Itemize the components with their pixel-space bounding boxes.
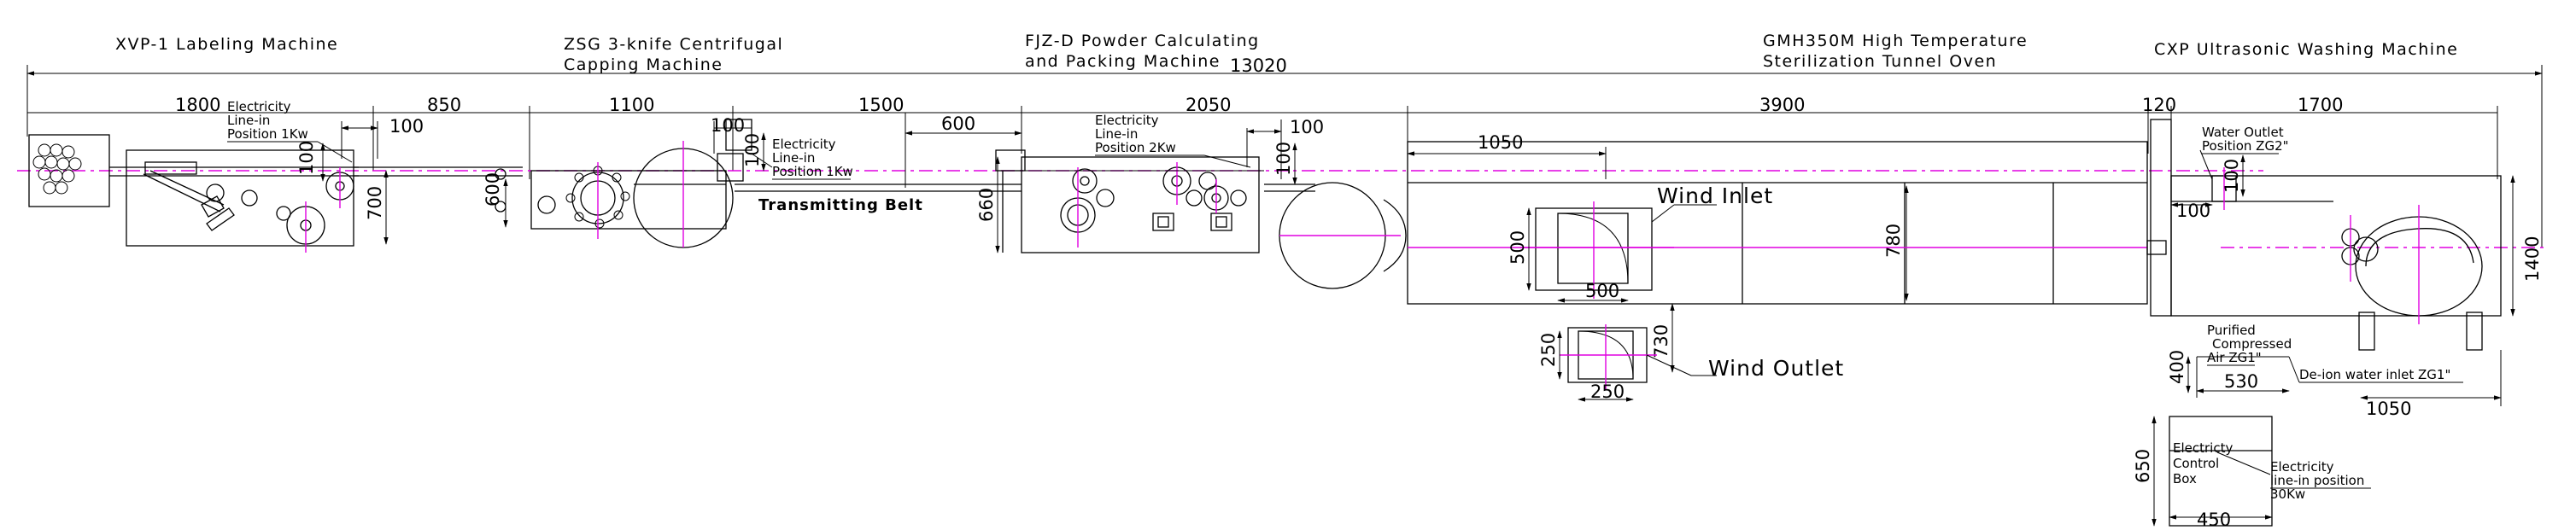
dim-100-powder-v: 100 [1273,142,1294,176]
control-box [2169,416,2273,527]
oven-title-1: GMH350M High Temperature [1763,32,2028,50]
labeling-machine-title: XVP-1 Labeling Machine [115,35,338,54]
conveyor-belt [354,166,1315,192]
powder-machine-title-1: FJZ-D Powder Calculating [1025,32,1260,50]
dim-250-outlet-v: 250 [1538,333,1559,367]
dim-250-outlet-h: 250 [1590,381,1625,402]
gap-dimension: 600 [905,113,1022,188]
deion-label: De-ion water inlet ZG1" [2299,367,2450,382]
control-box-label-3: Box [2173,471,2197,486]
dim-100-labeling: 100 [389,116,424,137]
segment-dimensions: 1800 850 1100 1500 2050 3900 120 1700 [27,95,2498,179]
dim-660: 660 [976,188,997,222]
dim-total: 13020 [1230,55,1287,76]
dim-100-capping-v: 100 [742,133,763,167]
dim-530: 530 [2224,371,2258,392]
overall-dimension: 13020 [26,55,2543,248]
dim-1700: 1700 [2298,95,2343,115]
dim-500-inlet-v: 500 [1508,230,1528,265]
dim-100-washer-h: 100 [2176,201,2210,221]
capping-machine: Electricity Line-in Position 1Kw 100 100… [483,115,853,248]
water-outlet-label-1: Water Outlet [2202,125,2284,140]
washing-machine-title: CXP Ultrasonic Washing Machine [2154,40,2458,59]
dim-600-gap: 600 [941,114,975,134]
rotary-table [1279,182,1407,289]
wind-outlet-label: Wind Outlet [1708,356,1844,381]
air-label-1: Purified [2207,323,2256,338]
elec-30kw-label-1: Electricity [2270,459,2334,475]
capping-machine-title-2: Capping Machine [564,55,723,74]
dim-500-inlet-h: 500 [1585,281,1619,301]
air-label-2: Compressed [2212,336,2292,352]
dim-450: 450 [2197,510,2231,530]
oven-washer-coupling [2146,119,2172,317]
control-box-label-2: Control [2173,456,2219,471]
elec-1kw-label-1: Electricity [227,99,291,114]
elec-30kw-label-2: line-in position [2270,473,2364,488]
wind-inlet-label: Wind Inlet [1657,183,1773,208]
capping-machine-title-1: ZSG 3-knife Centrifugal [564,35,783,54]
elec-cap-label-2: Line-in [772,150,815,166]
elec-30kw-label-3: 30Kw [2270,486,2305,502]
elec-2kw-label-1: Electricity [1095,113,1159,128]
dim-730: 730 [1651,324,1671,358]
dim-1100: 1100 [609,95,654,115]
tunnel-oven: 1050 780 Wind Inlet 500 500 730 Wind Out… [1407,132,2148,402]
control-box-label-1: Electricty [2173,440,2233,456]
dim-1050-washer: 1050 [2366,399,2411,419]
oven-title-2: Sterilization Tunnel Oven [1763,52,1997,71]
elec-2kw-label-3: Position 2Kw [1095,140,1176,155]
dim-100-capping: 100 [711,115,745,136]
dim-100-washer-v: 100 [2222,159,2242,193]
dim-1400: 1400 [2522,236,2543,282]
dim-120: 120 [2142,95,2176,115]
air-label-3: Air ZG1" [2207,350,2262,365]
bottle-cluster [32,143,82,195]
powder-machine-title-2: and Packing Machine [1025,52,1221,71]
elec-1kw-label-2: Line-in [227,113,270,128]
dim-650: 650 [2133,449,2153,483]
washing-machine: Water Outlet Position ZG2" 100 100 1400 … [2133,125,2543,530]
dim-600-capping: 600 [483,172,503,207]
dim-850: 850 [427,95,461,115]
dim-2050: 2050 [1186,95,1231,115]
dim-1800: 1800 [175,95,220,115]
elec-2kw-label-2: Line-in [1095,126,1138,142]
elec-1kw-label-3: Position 1Kw [227,126,308,142]
dim-780: 780 [1883,224,1904,258]
dim-400: 400 [2167,350,2187,384]
dim-3900: 3900 [1759,95,1805,115]
elec-cap-label-1: Electricity [772,137,836,152]
powder-machine: 660 Electricity Line-in Position 2Kw 100… [976,113,1324,253]
dim-700: 700 [365,186,385,220]
labeling-offsets: 100 100 700 [296,116,424,245]
water-outlet-label-2: Position ZG2" [2202,138,2289,154]
belt-label: Transmitting Belt [758,196,923,214]
labeling-machine: Electricity Line-in Position 1Kw 100 100… [28,99,424,253]
elec-cap-label-3: Position 1Kw [772,164,853,179]
dim-1500: 1500 [858,95,904,115]
dim-100-powder: 100 [1290,117,1324,137]
dim-100-labeling-v: 100 [296,141,317,175]
dim-1050-oven: 1050 [1478,132,1523,153]
